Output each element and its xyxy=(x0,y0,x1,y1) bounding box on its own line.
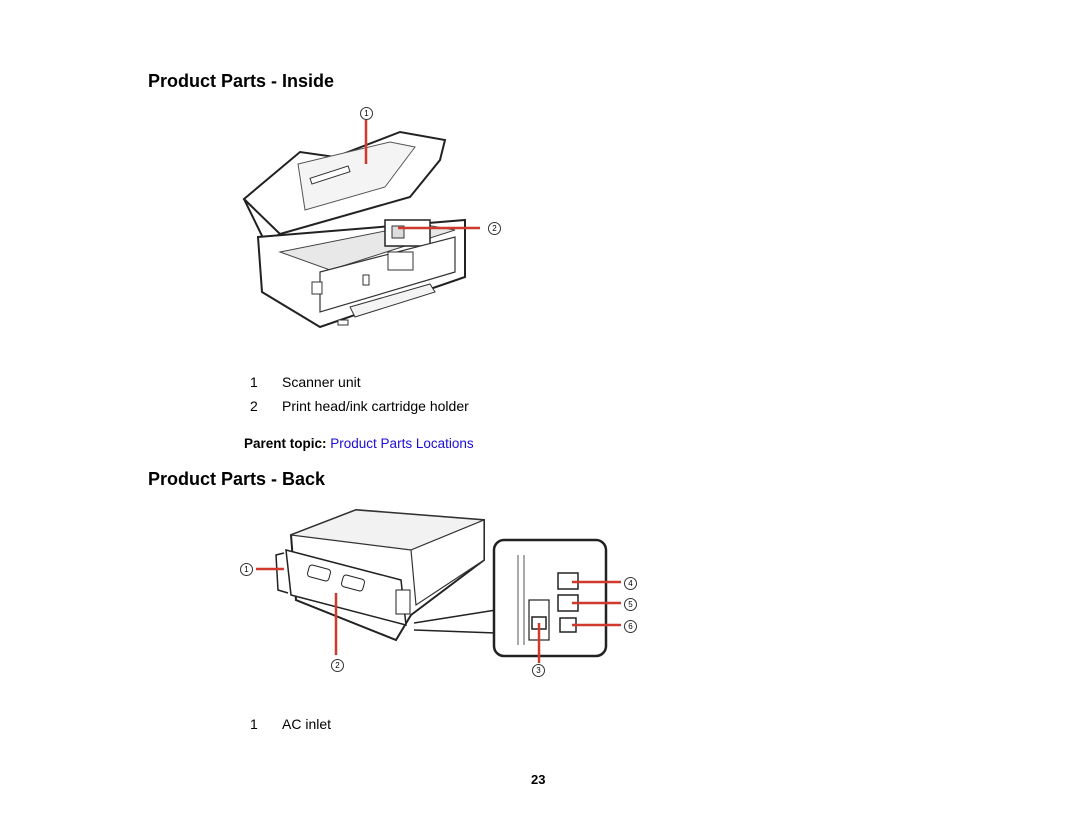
item-label: AC inlet xyxy=(282,716,332,732)
inside-parts-list: 1 Scanner unit 2 Print head/ink cartridg… xyxy=(250,374,550,422)
item-label: Print head/ink cartridge holder xyxy=(282,398,469,414)
list-item: 1 AC inlet xyxy=(250,716,550,740)
parent-topic-label: Parent topic: xyxy=(244,436,327,451)
back-callout-2: 2 xyxy=(331,659,344,672)
back-callout-3: 3 xyxy=(532,664,545,677)
item-number: 1 xyxy=(250,716,258,732)
back-callout-5: 5 xyxy=(624,598,637,611)
item-number: 1 xyxy=(250,374,258,390)
inside-callout-2: 2 xyxy=(488,222,501,235)
parent-topic: Parent topic: Product Parts Locations xyxy=(244,436,474,451)
inside-callout-1: 1 xyxy=(360,107,373,120)
item-number: 2 xyxy=(250,398,258,414)
back-parts-list: 1 AC inlet xyxy=(250,716,550,740)
ports-inset xyxy=(492,538,608,658)
printer-back-illustration xyxy=(256,508,621,663)
back-callout-4: 4 xyxy=(624,577,637,590)
list-item: 2 Print head/ink cartridge holder xyxy=(250,398,550,422)
section-title-back: Product Parts - Back xyxy=(148,469,326,489)
item-label: Scanner unit xyxy=(282,374,361,390)
back-callout-1: 1 xyxy=(240,563,253,576)
page-number: 23 xyxy=(531,772,546,787)
printer-inside-illustration xyxy=(242,120,480,329)
section-title-inside: Product Parts - Inside xyxy=(148,71,335,91)
parent-topic-link[interactable]: Product Parts Locations xyxy=(330,436,474,451)
back-callout-6: 6 xyxy=(624,620,637,633)
list-item: 1 Scanner unit xyxy=(250,374,550,398)
